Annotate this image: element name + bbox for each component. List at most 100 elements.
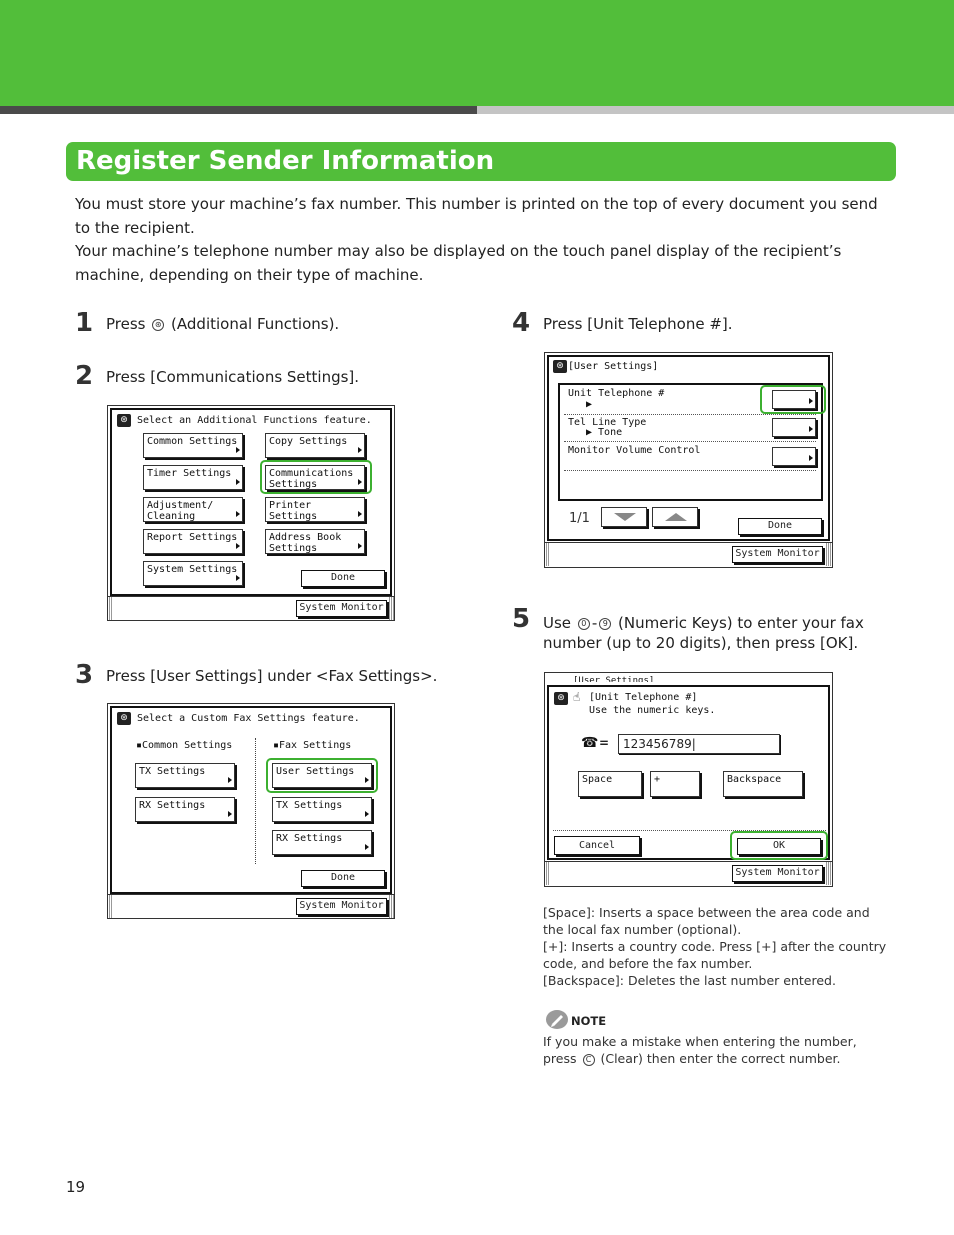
note-pre: If you make a mistake when entering the … xyxy=(543,1034,857,1066)
arrow-right-icon xyxy=(236,511,240,517)
communications-settings-label: Communications Settings xyxy=(269,468,354,490)
step-4-text: Press [Unit Telephone #]. xyxy=(543,315,733,333)
tel-line-type-button[interactable] xyxy=(772,418,816,437)
arrow-right-icon xyxy=(358,479,362,485)
cancel-button[interactable]: Cancel xyxy=(554,836,640,855)
page-title: Register Sender Information xyxy=(66,142,896,181)
communications-settings-button[interactable]: Communications Settings xyxy=(265,465,365,490)
step-3-text: Press [User Settings] under <Fax Setting… xyxy=(106,667,438,685)
done-button[interactable]: Done xyxy=(301,570,385,587)
column-divider xyxy=(255,738,256,864)
monitor-volume-button[interactable] xyxy=(772,447,816,466)
system-monitor-button[interactable]: System Monitor xyxy=(296,898,387,915)
additional-functions-icon: ⊛ xyxy=(553,360,567,373)
common-rx-settings-button[interactable]: RX Settings xyxy=(135,797,235,822)
common-settings-heading: ▪Common Settings xyxy=(136,740,233,751)
additional-functions-icon: ⊛ xyxy=(117,712,131,725)
fax-tx-settings-button[interactable]: TX Settings xyxy=(272,797,372,822)
intro-paragraph-1: You must store your machine’s fax number… xyxy=(75,195,878,237)
step-1-number: 1 xyxy=(75,308,94,338)
address-book-settings-button[interactable]: Address Book Settings xyxy=(265,529,365,554)
row-divider xyxy=(564,470,816,471)
step-2-number: 2 xyxy=(75,361,94,391)
screen-additional-functions: ⊛ Select an Additional Functions feature… xyxy=(107,405,395,621)
arrow-right-icon xyxy=(236,447,240,453)
tel-line-type-label: Tel Line Type xyxy=(568,417,647,428)
unit-telephone-button[interactable] xyxy=(772,390,816,409)
screen-1-display: ⊛ Select an Additional Functions feature… xyxy=(110,408,392,596)
arrow-right-icon xyxy=(365,777,369,783)
screen-3-header: [User Settings] xyxy=(568,361,659,372)
common-tx-settings-label: TX Settings xyxy=(139,766,206,777)
common-tx-settings-button[interactable]: TX Settings xyxy=(135,763,235,788)
step-4-number: 4 xyxy=(512,308,531,338)
settings-list: Unit Telephone # ▶ Tel Line Type ▶ Tone … xyxy=(558,383,826,501)
page-number: 19 xyxy=(66,1178,86,1196)
numeric-key-9-icon: 9 xyxy=(599,617,612,630)
page-indicator: 1/1 xyxy=(569,511,590,526)
screen-2-status-bar: System Monitor xyxy=(108,894,394,918)
screen-3-display: ⊛ [User Settings] Unit Telephone # ▶ Tel… xyxy=(547,355,830,541)
system-monitor-button[interactable]: System Monitor xyxy=(732,546,823,563)
arrow-right-icon xyxy=(236,575,240,581)
tel-line-type-value: ▶ Tone xyxy=(586,427,623,438)
equals-sign: = xyxy=(599,736,610,750)
screen-2-header: Select a Custom Fax Settings feature. xyxy=(137,713,360,724)
screen-4-display: ⊛ ☝ [Unit Telephone #] Use the numeric k… xyxy=(547,685,830,860)
system-settings-button[interactable]: System Settings xyxy=(143,561,243,586)
row-divider xyxy=(564,441,816,442)
screen-4-status-bar: System Monitor xyxy=(545,861,832,885)
numeric-key-0-icon: 0 xyxy=(577,617,590,630)
copy-settings-button[interactable]: Copy Settings xyxy=(265,433,365,458)
common-settings-label: Common Settings xyxy=(147,436,238,447)
fax-tx-settings-label: TX Settings xyxy=(276,800,343,811)
arrow-right-icon xyxy=(365,811,369,817)
chevron-up-icon xyxy=(665,513,687,521)
scroll-up-button[interactable] xyxy=(652,507,698,527)
highlight-communications-settings xyxy=(260,460,372,494)
arrow-right-icon xyxy=(236,543,240,549)
common-settings-button[interactable]: Common Settings xyxy=(143,433,243,458)
timer-settings-label: Timer Settings xyxy=(147,468,232,479)
adjustment-cleaning-button[interactable]: Adjustment/ Cleaning xyxy=(143,497,243,522)
system-monitor-button[interactable]: System Monitor xyxy=(296,600,387,617)
hand-pointer-icon: ☝ xyxy=(573,690,581,704)
screen-4-subheader: Use the numeric keys. xyxy=(589,705,716,716)
screen-2-display: ⊛ Select a Custom Fax Settings feature. … xyxy=(110,706,392,894)
ok-button[interactable]: OK xyxy=(737,838,821,855)
arrow-right-icon xyxy=(358,543,362,549)
arrow-right-icon xyxy=(809,426,813,432)
space-description: [Space]: Inserts a space between the are… xyxy=(543,905,870,937)
background-window-title: [User Settings] xyxy=(573,676,655,682)
done-button[interactable]: Done xyxy=(301,870,385,887)
scroll-down-button[interactable] xyxy=(601,507,647,527)
printer-settings-label: Printer Settings xyxy=(269,500,318,522)
step-5-number: 5 xyxy=(512,604,531,634)
address-book-settings-label: Address Book Settings xyxy=(269,532,342,554)
backspace-description: [Backspace]: Deletes the last number ent… xyxy=(543,973,836,988)
plus-key-button[interactable]: + xyxy=(650,771,700,797)
report-settings-button[interactable]: Report Settings xyxy=(143,529,243,554)
highlight-ok xyxy=(730,831,828,860)
header-rule-light xyxy=(477,106,954,114)
note-text: If you make a mistake when entering the … xyxy=(543,1033,893,1067)
printer-settings-button[interactable]: Printer Settings xyxy=(265,497,365,522)
phone-icon: ☎ xyxy=(581,735,599,751)
adjustment-cleaning-label: Adjustment/ Cleaning xyxy=(147,500,214,522)
copy-settings-label: Copy Settings xyxy=(269,436,348,447)
screen-fax-settings: ⊛ Select a Custom Fax Settings feature. … xyxy=(107,703,395,919)
timer-settings-button[interactable]: Timer Settings xyxy=(143,465,243,490)
action-divider xyxy=(553,830,826,831)
fax-number-input[interactable]: 123456789| xyxy=(618,734,780,754)
clear-key-icon: C xyxy=(582,1053,595,1066)
space-key-button[interactable]: Space xyxy=(578,771,642,797)
user-settings-button[interactable]: User Settings xyxy=(272,763,372,788)
backspace-key-button[interactable]: Backspace xyxy=(723,771,803,797)
done-button[interactable]: Done xyxy=(738,518,822,535)
highlight-unit-telephone xyxy=(760,385,826,414)
arrow-right-icon xyxy=(809,455,813,461)
screen-user-settings: ⊛ [User Settings] Unit Telephone # ▶ Tel… xyxy=(544,352,833,568)
system-monitor-button[interactable]: System Monitor xyxy=(732,865,823,882)
note-heading: NOTE xyxy=(571,1014,607,1028)
fax-rx-settings-button[interactable]: RX Settings xyxy=(272,830,372,855)
